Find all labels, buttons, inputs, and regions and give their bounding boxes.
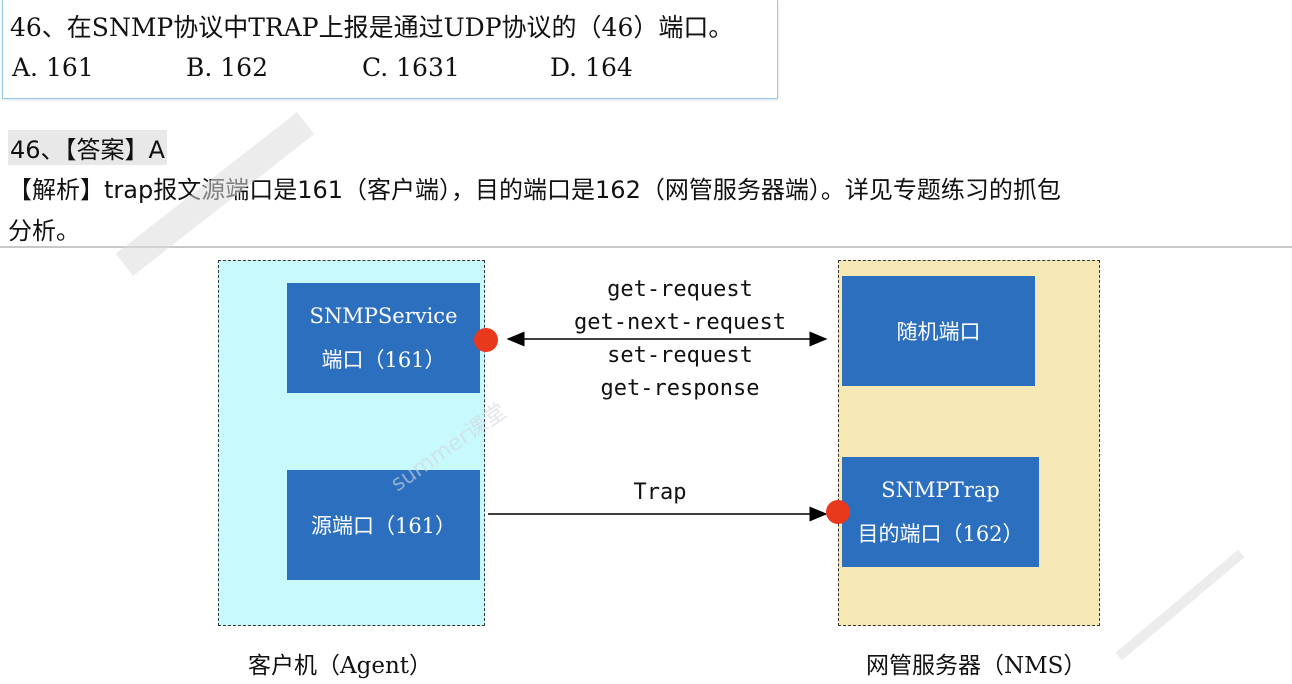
request-label-1: get-request (607, 277, 753, 302)
source-port-block: 源端口（161） (287, 470, 480, 580)
snmpservice-port-label: 端口（161） (321, 348, 446, 372)
question-text: 46、在SNMP协议中TRAP上报是通过UDP协议的（46）端口。 (10, 13, 734, 42)
source-port-label: 源端口（161） (310, 514, 457, 538)
snmpservice-block: SNMPService 端口（161） (287, 283, 480, 393)
section-divider (0, 246, 1292, 248)
option-a: A. 161 (12, 53, 94, 82)
nms-caption: 网管服务器（NMS） (866, 653, 1087, 679)
agent-caption: 客户机（Agent） (248, 653, 432, 679)
snmpservice-label: SNMPService (309, 304, 458, 328)
explanation-line-2: 分析。 (8, 217, 80, 245)
snmpservice-port-dot (474, 328, 498, 352)
snmptrap-block: SNMPTrap 目的端口（162） (842, 457, 1039, 567)
snmptrap-port-dot (826, 500, 850, 524)
snmptrap-label: SNMPTrap (881, 478, 1000, 502)
option-c: C. 1631 (362, 53, 460, 82)
request-label-4: get-response (600, 376, 760, 401)
option-d: D. 164 (550, 53, 633, 82)
request-label-2: get-next-request (574, 310, 786, 335)
request-label-3: set-request (607, 343, 753, 368)
option-b: B. 162 (186, 53, 268, 82)
random-port-label: 随机端口 (896, 320, 981, 344)
random-port-block: 随机端口 (842, 276, 1035, 386)
snmptrap-port-label: 目的端口（162） (857, 522, 1024, 546)
question-box (2, 0, 778, 99)
trap-label: Trap (633, 480, 687, 505)
